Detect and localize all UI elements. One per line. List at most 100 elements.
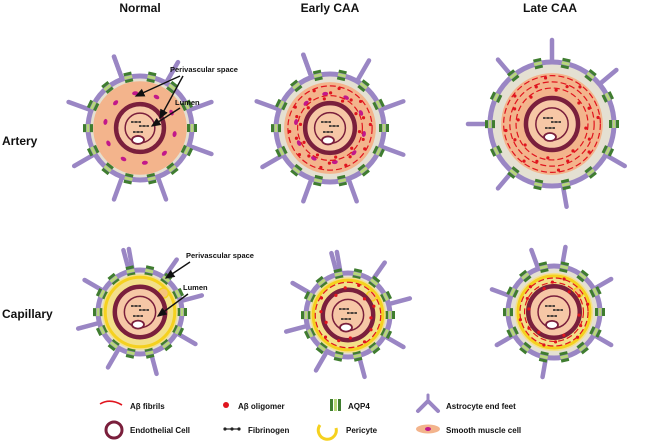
aqp4-marker	[125, 265, 136, 277]
aqp4-bar	[538, 261, 548, 267]
aqp4-bar	[102, 324, 109, 334]
aqp4-marker	[123, 71, 134, 84]
legend-abeta-oligomer: Aβ oligomer	[238, 402, 285, 411]
abeta-oligomer	[369, 316, 373, 320]
abeta-oligomer	[518, 318, 522, 322]
aqp4-bar	[378, 148, 385, 158]
aqp4-bar	[607, 91, 615, 100]
fibrinogen-dot	[549, 305, 551, 307]
abeta-oligomer-icon	[223, 402, 229, 408]
aqp4-marker	[303, 327, 317, 340]
column-header-late-caa: Late CAA	[523, 1, 577, 15]
aqp4-bar	[580, 347, 589, 355]
aqp4-marker	[576, 341, 589, 355]
aqp4-bar	[333, 268, 342, 274]
abeta-oligomer	[556, 168, 561, 172]
aqp4-bar	[388, 311, 392, 319]
capillary-lumen-label: Lumen	[183, 283, 208, 292]
aqp4-bar	[496, 145, 503, 154]
aqp4-marker	[506, 326, 519, 338]
abeta-oligomer	[575, 335, 580, 339]
aqp4-marker	[146, 71, 157, 84]
abeta-oligomer	[324, 320, 328, 325]
aqp4-bar	[562, 185, 571, 191]
aqp4-marker	[385, 311, 395, 319]
abeta-oligomer	[584, 126, 588, 130]
aqp4-bar	[357, 163, 366, 172]
aqp4-bar	[307, 292, 314, 302]
artery-early-caa-vessel	[254, 52, 406, 204]
fibrinogen-dot	[555, 121, 557, 123]
aqp4-bar	[194, 124, 197, 132]
aqp4-bar	[533, 185, 542, 191]
aqp4-bar	[124, 78, 134, 84]
aqp4-marker	[589, 326, 602, 338]
endothelial-nucleus	[321, 135, 335, 146]
aqp4-bar	[162, 275, 171, 283]
pericyte-icon	[316, 424, 338, 441]
aqp4-bar	[604, 146, 611, 156]
aqp4-bar	[372, 275, 381, 284]
aqp4-marker	[144, 265, 155, 277]
aqp4-bar	[275, 148, 282, 158]
aqp4-bar	[489, 91, 497, 100]
column-header-normal: Normal	[119, 1, 160, 15]
aqp4-bar	[523, 341, 532, 349]
aqp4-bar	[184, 308, 187, 316]
aqp4-bar	[540, 351, 549, 356]
aqp4-bar	[353, 268, 363, 273]
aqp4-bar	[534, 182, 543, 187]
abeta-oligomer	[527, 307, 531, 311]
aqp4-bar	[310, 294, 317, 303]
fibrinogen-dot	[339, 308, 341, 310]
aqp4-bar	[370, 344, 379, 352]
fibrinogen-dot	[553, 127, 555, 129]
aqp4-bar	[317, 278, 326, 286]
aqp4-bar	[127, 272, 136, 277]
fibrinogen-dot	[131, 305, 133, 307]
aqp4-bar	[102, 291, 109, 300]
capillary-lumen-arrow	[156, 293, 189, 317]
aqp4-bar	[313, 178, 323, 184]
abeta-oligomer	[565, 85, 569, 89]
aqp4-marker	[275, 98, 288, 111]
aqp4-marker	[576, 269, 589, 283]
artery-lumen-label: Lumen	[175, 98, 200, 107]
aqp4-bar	[164, 343, 173, 352]
abeta-oligomer	[294, 136, 299, 140]
abeta-oligomer	[362, 340, 367, 344]
row-header-artery: Artery	[2, 134, 38, 148]
capillary-early-caa-vessel	[283, 249, 413, 380]
aqp4-marker	[502, 308, 514, 317]
aqp4-bar	[281, 145, 288, 155]
fibrinogen-dot	[547, 315, 549, 317]
fibrinogen-dot	[331, 131, 333, 133]
fibrinogen-dot	[543, 117, 545, 119]
aqp4-bar	[584, 166, 593, 174]
aqp4-marker	[166, 80, 179, 94]
abeta-oligomer	[337, 339, 341, 343]
fibrinogen-dot	[141, 315, 143, 317]
aqp4-marker	[125, 347, 136, 359]
aqp4-bar	[105, 162, 114, 170]
aqp4-marker	[379, 124, 389, 132]
aqp4-marker	[584, 69, 597, 82]
aqp4-bar	[315, 346, 324, 355]
smooth-muscle-nucleus	[172, 131, 177, 138]
abeta-oligomer	[363, 147, 367, 151]
fibrinogen-dot	[321, 121, 323, 123]
aqp4-bar	[598, 308, 602, 316]
capillary-late-caa-vessel	[489, 244, 614, 380]
aqp4-marker	[519, 341, 532, 355]
aqp4-bar	[539, 354, 549, 360]
abeta-oligomer	[542, 343, 546, 347]
aqp4-bar	[335, 350, 344, 355]
aqp4-bar	[335, 275, 344, 280]
aqp4-bar	[602, 308, 605, 316]
aqp4-bar	[538, 357, 548, 363]
fibrinogen-dot	[139, 305, 141, 307]
aqp4-bar	[289, 79, 299, 87]
aqp4-bar	[303, 291, 311, 300]
artery-lumen-arrow	[150, 107, 181, 127]
aqp4-marker	[95, 288, 109, 300]
